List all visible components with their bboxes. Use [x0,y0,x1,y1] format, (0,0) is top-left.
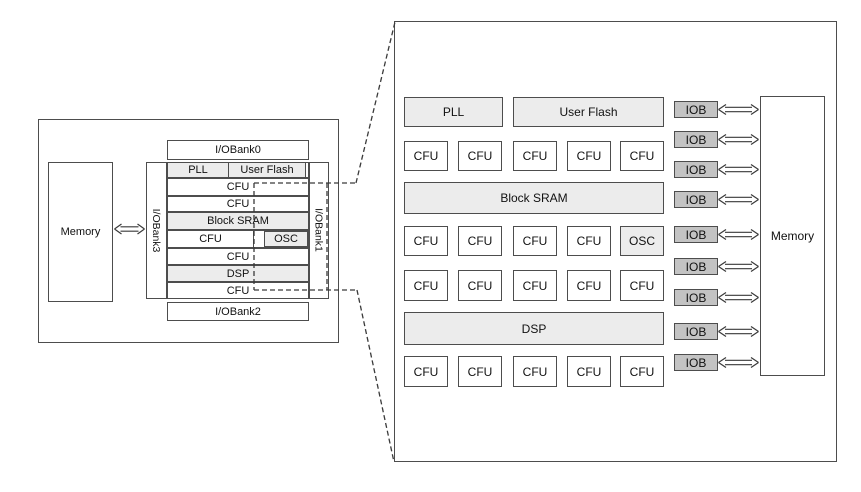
left-memory-label: Memory [60,226,101,238]
left-cfu-osc-row: CFU OSC [167,230,309,248]
zoom-callout-top-line [355,21,396,184]
iob-block: IOB [674,101,718,118]
right-cfu-block: CFU [513,226,557,256]
iob-block: IOB [674,131,718,148]
right-cfu-block: CFU [567,226,611,256]
right-cfu-block: CFU [513,270,557,301]
left-cfu-row: CFU [167,248,309,265]
right-cfu-block: CFU [513,141,557,171]
right-cfu-block: CFU [620,356,664,387]
right-cfu-block: CFU [404,270,448,301]
left-pll-block: PLL [168,163,229,177]
right-memory-label: Memory [770,229,815,243]
left-osc-block: OSC [264,231,308,247]
right-pll-block: PLL [404,97,503,127]
right-cfu-block: CFU [458,226,502,256]
right-cfu-block: CFU [458,141,502,171]
left-dsp-row: DSP [167,265,309,282]
left-cfu-cell: CFU [168,231,254,247]
right-cfu-block: CFU [404,356,448,387]
left-cfu-row: CFU [167,178,309,196]
right-cfu-block: CFU [567,270,611,301]
right-cfu-block: CFU [620,141,664,171]
left-cfu-row: CFU [167,196,309,212]
right-cfu-block: CFU [513,356,557,387]
right-cfu-block: CFU [404,226,448,256]
right-cfu-block: CFU [567,356,611,387]
iobank3-block [146,162,167,299]
iobank1-label: I/OBank1 [312,208,325,252]
right-memory-block: Memory [760,96,825,376]
left-block-sram-row: Block SRAM [167,212,309,230]
right-osc-block: OSC [620,226,664,256]
right-cfu-block: CFU [404,141,448,171]
iob-block: IOB [674,191,718,208]
right-dsp-block: DSP [404,312,664,345]
right-cfu-block: CFU [458,356,502,387]
right-cfu-block: CFU [567,141,611,171]
left-user-flash-block: User Flash [229,163,306,177]
iobank0-block: I/OBank0 [167,140,309,160]
iobank2-block: I/OBank2 [167,302,309,321]
right-user-flash-block: User Flash [513,97,664,127]
iobank0-label: I/OBank0 [215,144,261,156]
iob-block: IOB [674,258,718,275]
left-row-pll-userflash: PLL User Flash [167,162,309,178]
left-cfu-row: CFU [167,282,309,299]
zoom-callout-bottom-line [356,289,395,463]
right-cfu-block: CFU [620,270,664,301]
right-block-sram-block: Block SRAM [404,182,664,214]
iobank2-label: I/OBank2 [215,305,261,318]
iob-block: IOB [674,289,718,306]
iob-block: IOB [674,354,718,371]
right-cfu-block: CFU [458,270,502,301]
left-memory-block: Memory [48,162,113,302]
iob-block: IOB [674,161,718,178]
iobank3-label: I/OBank3 [150,208,163,253]
iob-block: IOB [674,323,718,340]
iob-block: IOB [674,226,718,243]
